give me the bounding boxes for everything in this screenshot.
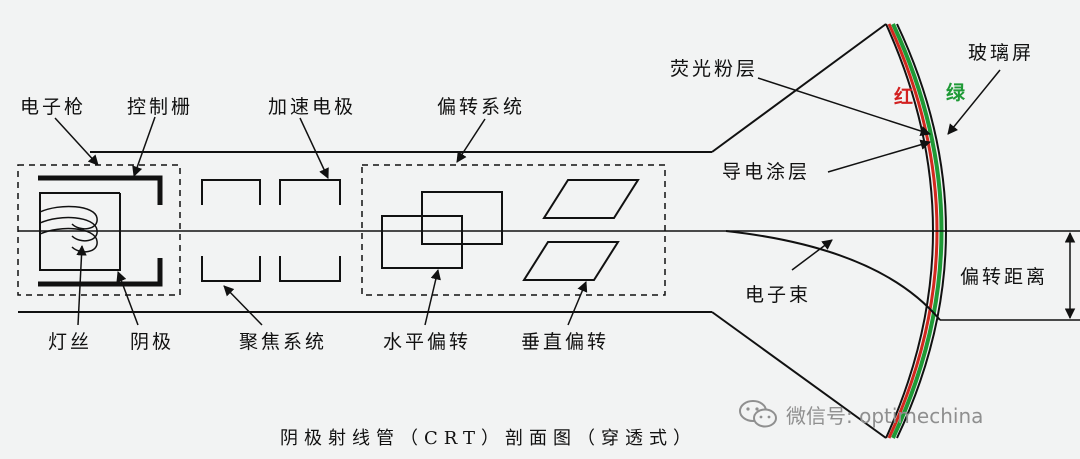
label-horizontal-deflection: 水平偏转 — [383, 331, 472, 353]
label-cathode: 阴极 — [130, 331, 175, 353]
watermark: 微信号: optimechina — [738, 398, 983, 430]
label-conductive-coating: 导电涂层 — [722, 161, 811, 183]
label-control-grid: 控制栅 — [127, 96, 194, 118]
label-deflection-system: 偏转系统 — [437, 96, 526, 118]
figure-caption: 阴极射线管（CRT）剖面图（穿透式） — [280, 428, 698, 449]
watermark-text: 微信号: optimechina — [786, 403, 984, 428]
electron-gun-box — [17, 164, 181, 296]
control-grid — [38, 175, 163, 287]
label-filament: 灯丝 — [48, 331, 93, 353]
pointer-arrows — [54, 69, 1001, 326]
deflection-distance-marker — [940, 231, 1080, 321]
filament — [39, 205, 98, 253]
electron-beam — [725, 230, 941, 321]
label-deflection-distance: 偏转距离 — [960, 266, 1049, 288]
label-glass-screen: 玻璃屏 — [968, 42, 1035, 64]
label-accel-electrode: 加速电极 — [268, 96, 357, 118]
cathode — [39, 192, 121, 271]
label-electron-beam: 电子束 — [745, 284, 812, 306]
label-electron-gun: 电子枪 — [20, 96, 87, 118]
label-green: 绿 — [946, 82, 969, 104]
wechat-icon — [739, 400, 777, 428]
label-phosphor-layer: 荧光粉层 — [670, 58, 759, 80]
label-vertical-deflection: 垂直偏转 — [521, 331, 610, 353]
label-red: 红 — [894, 86, 917, 108]
deflection-system-box — [361, 164, 666, 296]
horizontal-deflection-plates — [381, 191, 503, 269]
focus-electrodes — [201, 179, 341, 282]
vertical-deflection-plates — [522, 179, 640, 281]
label-focus-system: 聚焦系统 — [239, 331, 328, 353]
